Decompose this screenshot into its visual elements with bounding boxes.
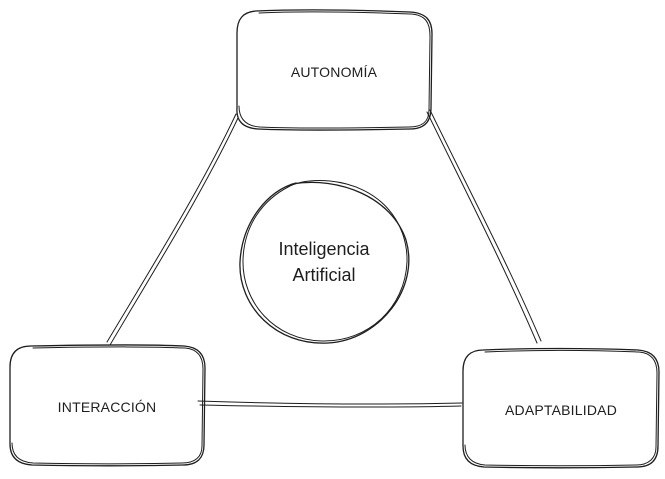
node-autonomia-label: AUTONOMÍA xyxy=(291,64,378,80)
node-interaccion[interactable]: INTERACCIÓN xyxy=(9,344,206,467)
center-label-line1: Inteligencia xyxy=(278,239,370,259)
node-adaptabilidad[interactable]: ADAPTABILIDAD xyxy=(462,347,660,469)
center-label-line2: Artificial xyxy=(292,265,355,285)
connector-interaccion-adaptabilidad xyxy=(197,400,463,408)
connector-autonomia-interaccion xyxy=(106,113,239,346)
node-autonomia[interactable]: AUTONOMÍA xyxy=(236,9,433,131)
center-circle: Inteligencia Artificial xyxy=(239,180,410,344)
node-interaccion-label: INTERACCIÓN xyxy=(58,399,157,415)
node-adaptabilidad-label: ADAPTABILIDAD xyxy=(505,402,617,418)
connector-autonomia-adaptabilidad xyxy=(426,109,542,344)
